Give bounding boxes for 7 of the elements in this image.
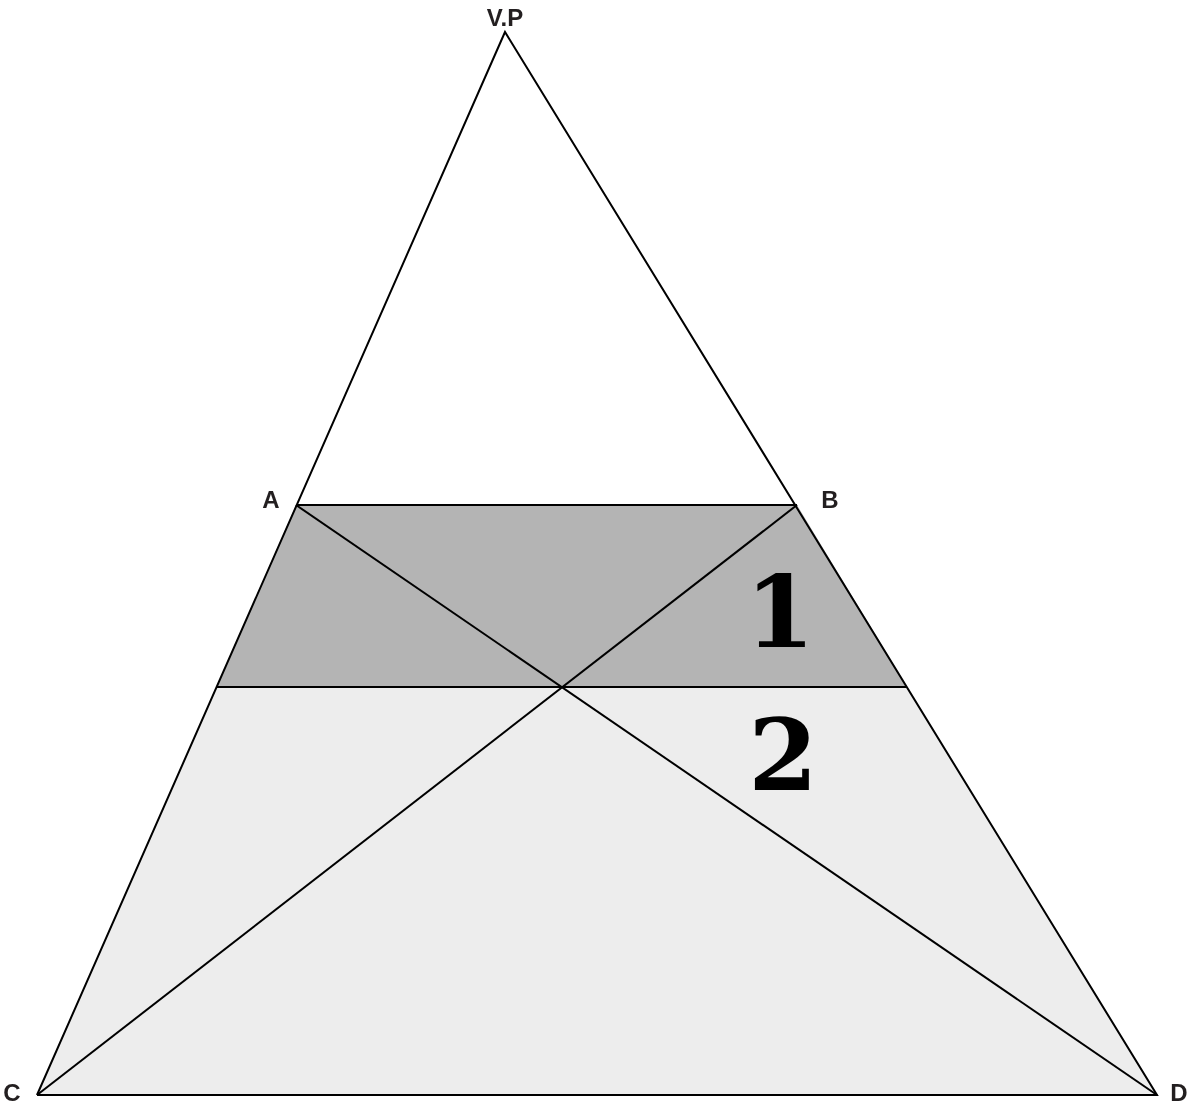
point-label: B xyxy=(821,488,839,512)
vanishing-point-label: V.P xyxy=(486,6,524,30)
point-label: C xyxy=(3,1081,21,1105)
region-number: 2 xyxy=(748,705,818,805)
point-label: D xyxy=(1170,1081,1188,1105)
point-label: A xyxy=(262,488,280,512)
region-number: 1 xyxy=(745,562,815,662)
